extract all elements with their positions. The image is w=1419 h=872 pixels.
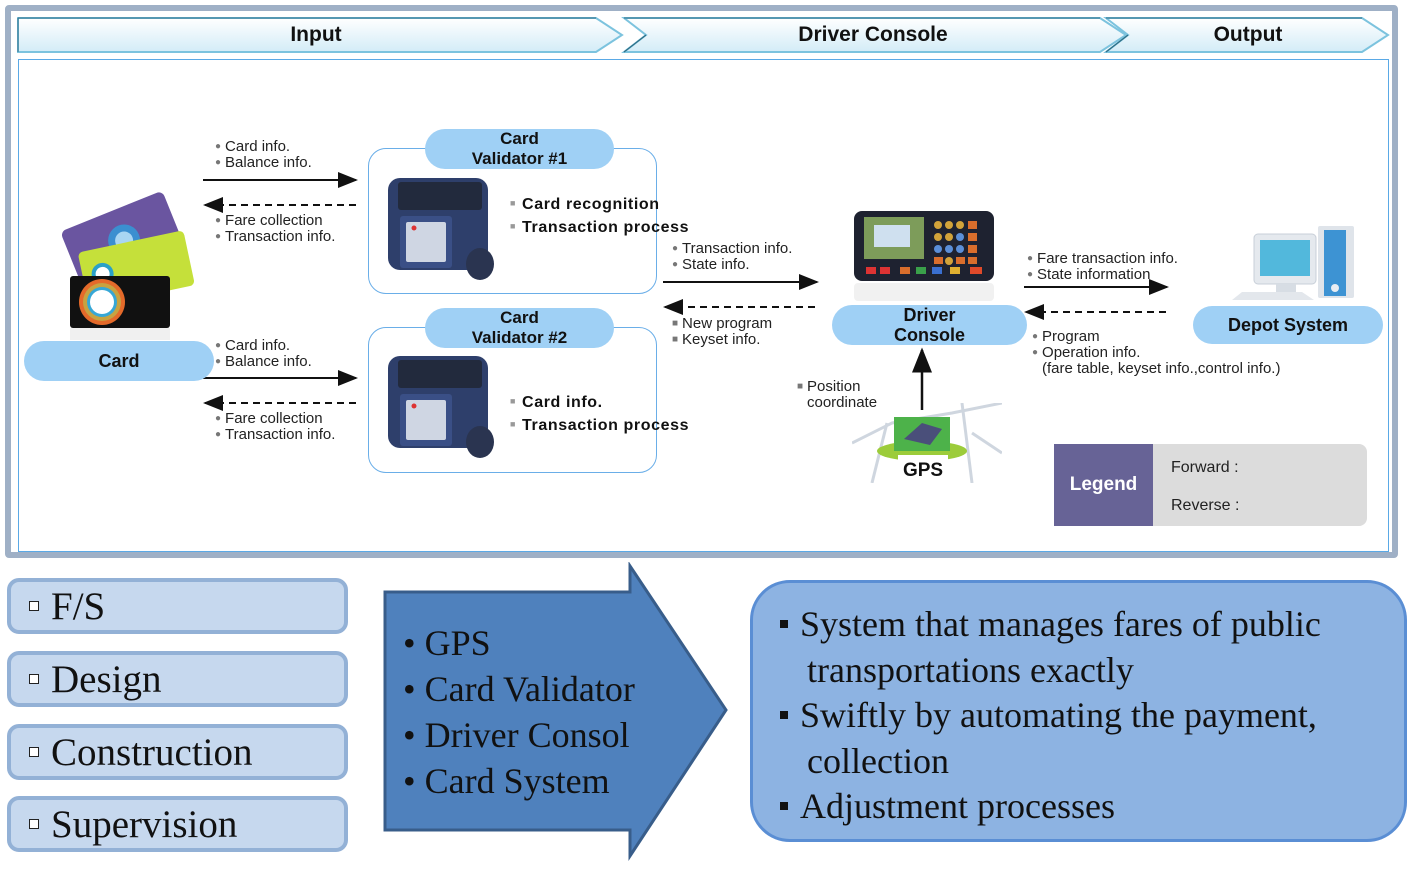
link-label: ●Card info. xyxy=(215,138,291,155)
depot-label: Depot System xyxy=(1193,306,1383,344)
link-label: ●State information xyxy=(1027,266,1151,283)
depot-label-text: Depot System xyxy=(1227,315,1349,335)
square-bullet-icon xyxy=(29,601,39,611)
console-depot-forward-labels: ●Fare transaction info. ●State informati… xyxy=(1027,250,1178,284)
validator2-title-line1: Card xyxy=(500,308,539,327)
link-label: ●Card info. xyxy=(215,337,291,354)
feature-item: ■Card info. xyxy=(510,394,603,411)
header-chevrons xyxy=(17,17,1390,53)
card-label-text: Card xyxy=(98,351,140,371)
link-label: ●Balance info. xyxy=(215,353,312,370)
link-label: ●Transaction info. xyxy=(215,228,336,245)
feature-item: ■Transaction process xyxy=(510,417,690,434)
phase-label: Construction xyxy=(51,730,253,774)
link-label: coordinate xyxy=(807,394,878,411)
feature-item: ■Card recognition xyxy=(510,196,660,213)
link-label: ■New program xyxy=(672,315,773,332)
phase-design: Design xyxy=(7,651,348,707)
desktop-computer-icon xyxy=(1232,226,1354,300)
stage-output-label: Output xyxy=(1213,23,1283,46)
feature-item: ■Transaction process xyxy=(510,219,690,236)
link-label: ●Fare collection xyxy=(215,212,323,229)
gps-map-icon xyxy=(852,403,1002,483)
description-item: Adjustment processes xyxy=(780,784,1400,830)
validator-console-forward-labels: ●Transaction info. ●State info. xyxy=(672,240,793,274)
smart-cards-icon xyxy=(61,192,195,340)
driver-console-device-icon xyxy=(854,211,994,301)
square-bullet-icon xyxy=(29,674,39,684)
stage-console-label: Driver Console xyxy=(798,23,948,46)
square-bullet-icon xyxy=(780,711,788,719)
validator1-title-line2: Validator #1 xyxy=(471,149,568,168)
validator2-title: Card Validator #2 xyxy=(425,308,614,348)
link-label: (fare table, keyset info.,control info.) xyxy=(1042,360,1281,377)
validator-console-reverse-labels: ■New program ■Keyset info. xyxy=(672,315,773,349)
components-arrow-shape xyxy=(383,562,728,862)
phase-label: Supervision xyxy=(51,802,238,846)
link-label: ●Fare transaction info. xyxy=(1027,250,1178,267)
phase-label: F/S xyxy=(51,584,106,628)
phase-label: Design xyxy=(51,657,162,701)
link-label: ●Program xyxy=(1032,328,1100,345)
components-list: • GPS • Card Validator • Driver Consol •… xyxy=(403,620,635,804)
link-label: ●Transaction info. xyxy=(215,426,336,443)
description-item: Swiftly by automating the payment, xyxy=(780,693,1400,739)
link-label: ■Position xyxy=(797,378,861,395)
square-bullet-icon xyxy=(29,747,39,757)
link-label: ●Operation info. xyxy=(1032,344,1141,361)
phase-fs: F/S xyxy=(7,578,348,634)
card-v1-forward-labels: ●Card info. ●Balance info. xyxy=(215,138,312,172)
description-item-cont: collection xyxy=(807,740,949,781)
square-bullet-icon xyxy=(29,819,39,829)
description-item: System that manages fares of public xyxy=(780,602,1400,648)
link-label: ●Fare collection xyxy=(215,410,323,427)
card-validator-device-icon xyxy=(388,356,494,458)
component-item: • Card System xyxy=(403,761,610,801)
legend-forward-label: Forward : xyxy=(1171,459,1239,476)
link-label: ■Keyset info. xyxy=(672,331,761,348)
description-list: System that manages fares of public tran… xyxy=(780,602,1400,830)
console-title-line2: Console xyxy=(893,325,965,345)
component-item: • Driver Consol xyxy=(403,715,630,755)
card-v2-forward-labels: ●Card info. ●Balance info. xyxy=(215,337,312,371)
card-v1-reverse-labels: ●Fare collection ●Transaction info. xyxy=(215,212,336,246)
card-label: Card xyxy=(24,341,214,381)
gps-label: GPS xyxy=(902,460,944,481)
legend-reverse-label: Reverse : xyxy=(1171,497,1240,514)
gps-link-label: ■Position coordinate xyxy=(797,378,878,411)
component-item: • Card Validator xyxy=(403,669,635,709)
stage-input-label: Input xyxy=(290,23,342,46)
validator1-title: Card Validator #1 xyxy=(425,129,614,169)
card-v2-reverse-labels: ●Fare collection ●Transaction info. xyxy=(215,410,336,444)
legend-title: Legend xyxy=(1054,444,1153,526)
validator1-title-line1: Card xyxy=(500,129,539,148)
phase-supervision: Supervision xyxy=(7,796,348,852)
component-item: • GPS xyxy=(403,623,491,663)
validator1-features: ■Card recognition ■Transaction process xyxy=(510,194,689,240)
phase-construction: Construction xyxy=(7,724,348,780)
console-depot-reverse-labels: ●Program ●Operation info. (fare table, k… xyxy=(1032,328,1281,377)
card-validator-device-icon xyxy=(388,178,494,280)
console-title-line1: Driver xyxy=(903,305,956,325)
validator2-title-line2: Validator #2 xyxy=(471,328,568,347)
square-bullet-icon xyxy=(780,802,788,810)
description-panel xyxy=(750,580,1407,842)
console-title: Driver Console xyxy=(832,305,1027,345)
link-label: ●Transaction info. xyxy=(672,240,793,257)
square-bullet-icon xyxy=(780,620,788,628)
description-item-cont: transportations exactly xyxy=(807,649,1134,690)
link-label: ●Balance info. xyxy=(215,154,312,171)
link-label: ●State info. xyxy=(672,256,750,273)
validator2-features: ■Card info. ■Transaction process xyxy=(510,392,689,438)
